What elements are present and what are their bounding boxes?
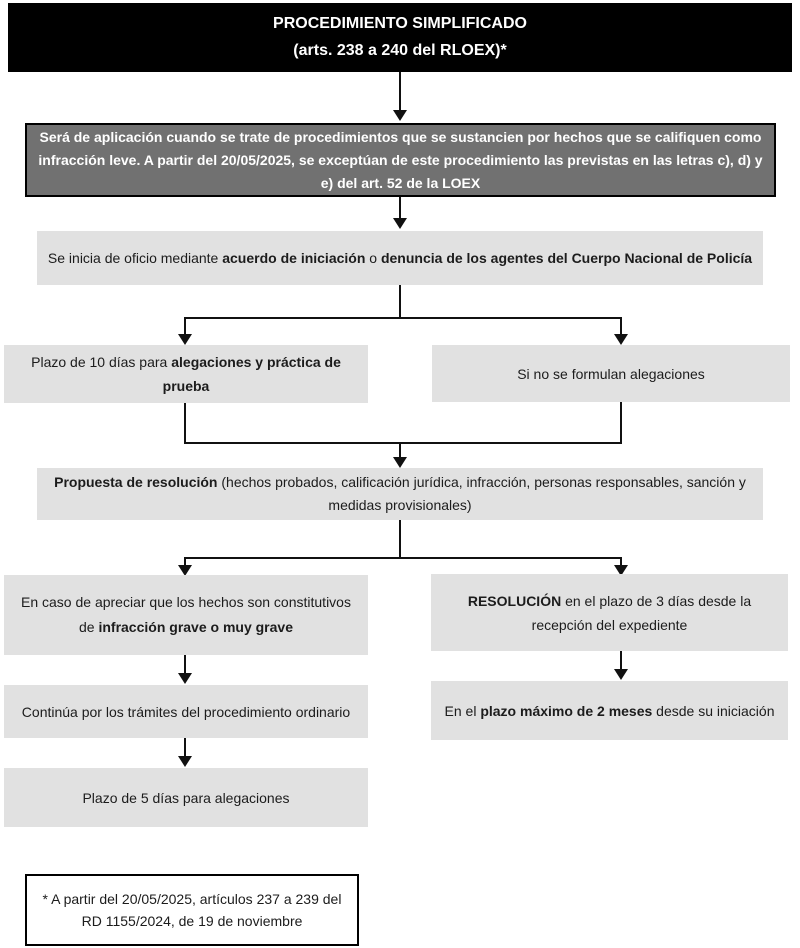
footnote-text: * A partir del 20/05/2025, artículos 237… (42, 891, 342, 929)
ordinary-procedure-text: Continúa por los trámites del procedimie… (21, 703, 351, 720)
allegations-deadline-text: Plazo de 10 días para alegaciones y prác… (31, 354, 341, 394)
serious-infraction-box: En caso de apreciar que los hechos son c… (4, 575, 368, 655)
no-allegations-text: Si no se formulan alegaciones (517, 365, 705, 382)
no-allegations-box: Si no se formulan alegaciones (432, 345, 790, 402)
ordinary-procedure-box: Continúa por los trámites del procedimie… (4, 685, 368, 738)
initiation-box: Se inicia de oficio mediante acuerdo de … (37, 231, 763, 285)
five-day-allegations-box: Plazo de 5 días para alegaciones (4, 768, 368, 827)
resolution-text: RESOLUCIÓN en el plazo de 3 días desde l… (467, 592, 752, 633)
initiation-text: Se inicia de oficio mediante acuerdo de … (47, 249, 753, 266)
resolution-box: RESOLUCIÓN en el plazo de 3 días desde l… (431, 574, 788, 651)
title-box: PROCEDIMIENTO SIMPLIFICADO (arts. 238 a … (8, 3, 792, 72)
allegations-deadline-box: Plazo de 10 días para alegaciones y prác… (4, 345, 368, 403)
serious-infraction-text: En caso de apreciar que los hechos son c… (21, 594, 351, 635)
two-month-deadline-text: En el plazo máximo de 2 meses desde su i… (444, 702, 775, 719)
title-line-1: PROCEDIMIENTO SIMPLIFICADO (273, 15, 527, 32)
scope-text: Será de aplicación cuando se trate de pr… (38, 128, 763, 191)
scope-box: Será de aplicación cuando se trate de pr… (25, 123, 776, 197)
title-line-2: (arts. 238 a 240 del RLOEX)* (293, 42, 507, 59)
footnote-box: * A partir del 20/05/2025, artículos 237… (25, 874, 359, 946)
two-month-deadline-box: En el plazo máximo de 2 meses desde su i… (431, 681, 788, 740)
five-day-allegations-text: Plazo de 5 días para alegaciones (82, 789, 290, 806)
resolution-proposal-box: Propuesta de resolución (hechos probados… (37, 468, 763, 520)
resolution-proposal-text: Propuesta de resolución (hechos probados… (54, 474, 746, 513)
